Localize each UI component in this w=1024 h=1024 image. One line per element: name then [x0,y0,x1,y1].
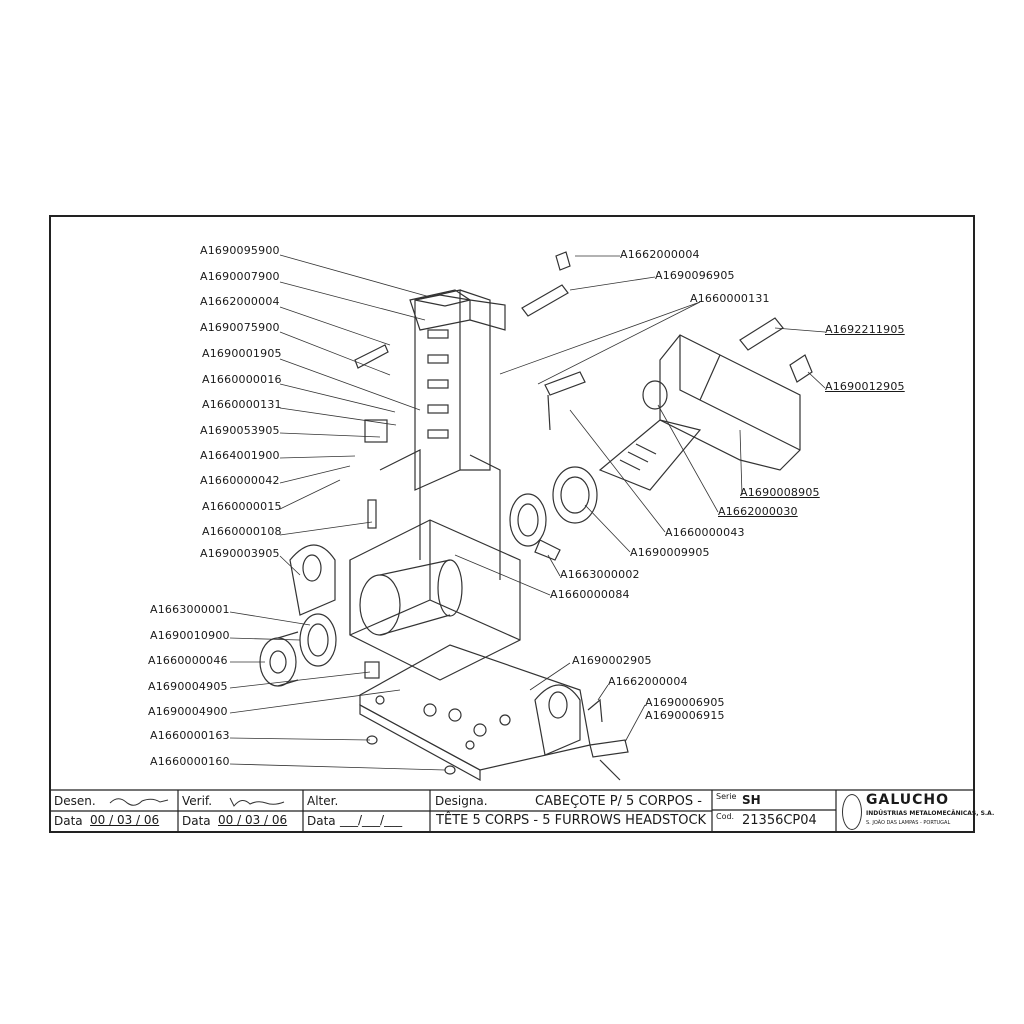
company-name: GALUCHO [866,792,950,808]
alter-label: Alter. [307,794,339,808]
callout-label: A1662000004 [620,248,700,261]
verif-label: Verif. [182,794,213,808]
callout-label: A1660000163 [150,729,230,742]
callout-label: A1690075900 [200,321,280,334]
callout-label: A1690002905 [572,654,652,667]
desen-label: Desen. [54,794,96,808]
headstock-drawing [259,251,813,782]
callout-label: A1662000004 [608,675,688,688]
cod-label: Cod. [716,812,735,821]
callout-label: A1660000016 [202,373,282,386]
callout-label: A1690012905 [825,380,905,393]
desen-signature [108,793,170,810]
callout-label: A1662000004 [200,295,280,308]
designation-line1: CABEÇOTE P/ 5 CORPOS - [535,794,702,809]
callout-label: A1690006915 [645,709,725,722]
callout-label: A1690096905 [655,269,735,282]
data-label: Data [54,814,83,828]
callout-label: A1660000108 [202,525,282,538]
callout-label: A1664001900 [200,449,280,462]
callout-label: A1690053905 [200,424,280,437]
cod-value: 21356CP04 [742,813,817,828]
callout-label: A1690009905 [630,546,710,559]
callout-label: A1660000131 [202,398,282,411]
data-label: Data [307,814,336,828]
date-verif: 00 / 03 / 06 [218,813,288,827]
callout-label: A1690004900 [148,705,228,718]
company-subtitle: INDÚSTRIAS METALOMECÂNICAS, S.A. [866,810,995,817]
callout-label: A1690008905 [740,486,820,499]
callout-label: A1662000030 [718,505,798,518]
sheet-border [49,215,975,833]
callout-label: A1690007900 [200,270,280,283]
callout-label: A1690003905 [200,547,280,560]
callout-label: A1663000001 [150,603,230,616]
callout-label: A1663000002 [560,568,640,581]
callout-label: A1660000046 [148,654,228,667]
callout-label: A1660000042 [200,474,280,487]
date-alter: ___/___/___ [340,813,403,827]
callout-label: A1690001905 [202,347,282,360]
callout-label: A1690010900 [150,629,230,642]
callout-label: A1660000084 [550,588,630,601]
callout-label: A1660000160 [150,755,230,768]
callout-label: A1690095900 [200,244,280,257]
designation-line2: TÊTE 5 CORPS - 5 FURROWS HEADSTOCK [436,813,707,828]
callout-label: A1660000131 [690,292,770,305]
serie-value: SH [742,793,761,807]
company-location: S. JOÃO DAS LAMPAS - PORTUGAL [866,820,951,826]
verif-signature [228,793,288,812]
date-desen: 00 / 03 / 06 [90,813,160,827]
callout-label: A1690006905 [645,696,725,709]
designa-label: Designa. [435,794,488,808]
serie-label: Serie [716,792,737,801]
leader-lines [229,254,826,771]
callout-label: A1660000015 [202,500,282,513]
callout-label: A1692211905 [825,323,905,336]
title-block-lines [50,789,974,832]
company-logo [842,794,862,830]
callout-label: A1690004905 [148,680,228,693]
callout-label: A1660000043 [665,526,745,539]
data-label: Data [182,814,211,828]
